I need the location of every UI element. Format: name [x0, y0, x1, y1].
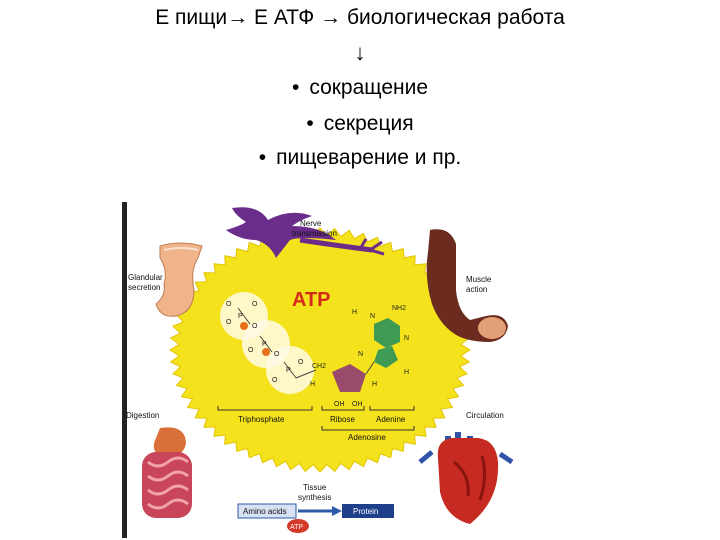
adenine-group: H N NH2 N N H: [352, 305, 409, 376]
triphosphate-label: Triphosphate: [238, 415, 285, 424]
bullet-text-1: сокращение: [309, 76, 429, 99]
atp-title: ATP: [292, 289, 331, 311]
adenosine-label: Adenosine: [348, 433, 386, 442]
atom-o: O: [252, 301, 258, 308]
glandular-label-line2: secretion: [128, 283, 160, 292]
nerve-label-line1: Nerve: [300, 219, 322, 228]
component-brackets: [217, 406, 415, 431]
bullet-text-3: пищеварение и пр.: [276, 146, 462, 169]
atom-o: O: [298, 359, 304, 366]
gland-icon: [155, 242, 203, 317]
muscle-label-line1: Muscle: [466, 275, 492, 284]
heart-icon: [418, 432, 514, 524]
atp-energy-burst: [169, 227, 471, 473]
atom-o: O: [272, 377, 278, 384]
atom-n: N: [370, 313, 375, 320]
bullet-item-3: • пищеварение и пр.: [0, 146, 720, 170]
atom-h: H: [372, 381, 377, 388]
protein-box: [342, 504, 394, 518]
figure-left-edge: [122, 202, 127, 538]
atom-o: O: [226, 301, 232, 308]
atom-o: O: [252, 323, 258, 330]
atom-oh: OH: [352, 401, 363, 408]
atom-p: P: [238, 313, 243, 320]
atom-h: H: [310, 381, 315, 388]
glandular-label-line1: Glandular: [128, 273, 163, 282]
heading-energy-chain: Е пищи→ Е АТФ → биологическая работа: [155, 6, 565, 29]
atom-nh2: NH2: [392, 305, 406, 312]
atom-o: O: [226, 319, 232, 326]
atp-small-badge: [287, 519, 309, 533]
circulation-label: Circulation: [466, 411, 504, 420]
atom-ch2: CH2: [312, 363, 326, 370]
adenine-label: Adenine: [376, 415, 406, 424]
nerve-label-line2: transmission: [292, 229, 337, 238]
atp-figure: Nerve transmission Glandular secretion M…: [122, 202, 514, 538]
atom-h: H: [352, 309, 357, 316]
atom-n: N: [358, 351, 363, 358]
atom-h: H: [404, 369, 409, 376]
ribose-label: Ribose: [330, 415, 355, 424]
digestive-system-icon: [142, 427, 192, 518]
atom-p: P: [286, 367, 291, 374]
muscle-arm-icon: [426, 229, 508, 342]
ribose-group: H H OH OH: [310, 361, 377, 408]
atp-small-label: ATP: [290, 524, 303, 531]
atom-o: O: [274, 351, 280, 358]
amino-acids-box: [237, 503, 297, 519]
bullet-text-2: секреция: [323, 112, 414, 135]
synthesis-arrowhead: [332, 506, 342, 516]
tissue-label-line2: synthesis: [298, 493, 331, 502]
atom-oh: OH: [334, 401, 345, 408]
bullet-mark: •: [291, 76, 300, 99]
atom-n: N: [404, 335, 409, 342]
bullet-mark: •: [306, 112, 314, 135]
down-arrow: ↓: [354, 40, 366, 65]
amino-acids-label: Amino acids: [243, 507, 287, 516]
bullet-mark: •: [258, 146, 267, 169]
protein-label: Protein: [353, 507, 378, 516]
bullet-item-1: • сокращение: [0, 76, 720, 100]
muscle-label-line2: action: [466, 285, 487, 294]
neuron-icon: [226, 207, 385, 258]
digestion-label: Digestion: [126, 411, 159, 420]
tissue-label-line1: Tissue: [303, 483, 327, 492]
bullet-item-2: • секреция: [0, 112, 720, 136]
atom-p: P: [262, 341, 267, 348]
atom-o: O: [248, 347, 254, 354]
triphosphate-group: O O P O O P O O P O O CH2: [220, 292, 326, 394]
